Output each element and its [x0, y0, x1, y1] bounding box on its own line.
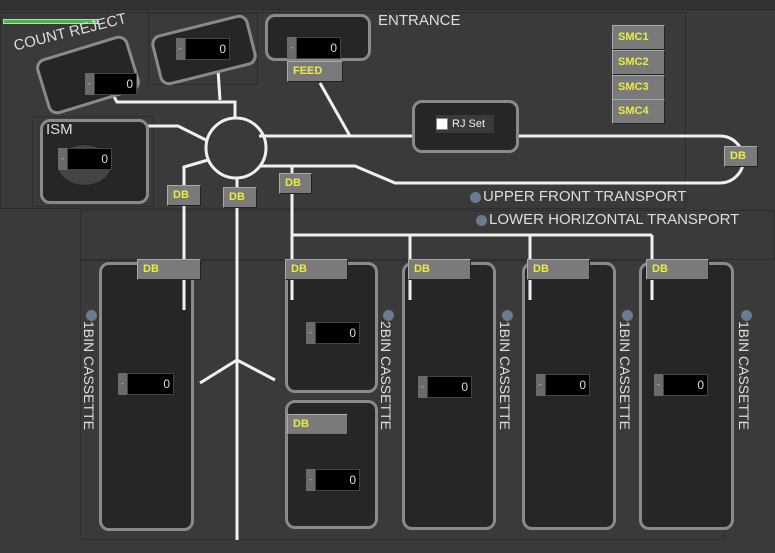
label-text: 2BIN CASSETTE — [378, 321, 394, 430]
cassette-1-counter[interactable]: -0 — [118, 373, 174, 395]
monitor-icon — [622, 310, 634, 321]
counter-value: 0 — [663, 374, 708, 396]
entrance-label: ENTRANCE — [378, 12, 461, 29]
counter-value: 0 — [94, 73, 137, 95]
label-text: 1BIN CASSETTE — [497, 321, 513, 430]
minus-button: - — [306, 469, 315, 491]
entrance-counter[interactable]: -0 — [287, 37, 341, 59]
cassette-4-counter[interactable]: -0 — [536, 374, 590, 396]
db-button-cassette-1[interactable]: DB — [137, 259, 201, 280]
ism-region — [32, 116, 154, 207]
smc1-button[interactable]: SMC1 — [612, 25, 665, 50]
ism-counter[interactable]: -0 — [58, 148, 112, 170]
cassette-1-label: 1BIN CASSETTE — [81, 310, 99, 430]
monitor-icon — [86, 310, 98, 321]
db-button-cassette-5[interactable]: DB — [646, 259, 709, 280]
cassette-2-label: 2BIN CASSETTE — [378, 310, 396, 430]
counter-value: 0 — [315, 322, 360, 344]
counter-value: 0 — [427, 376, 472, 398]
reject2-counter[interactable]: -0 — [176, 38, 230, 60]
upper-region — [0, 12, 686, 209]
reject2-region — [148, 13, 258, 85]
monitor-icon — [470, 191, 481, 203]
smc3-button[interactable]: SMC3 — [612, 75, 665, 100]
label-text: 1BIN CASSETTE — [617, 321, 633, 430]
minus-button: - — [58, 148, 67, 170]
rj-set-checkbox[interactable]: RJ Set — [436, 115, 494, 133]
db-button-3[interactable]: DB — [279, 173, 312, 194]
label-text: 1BIN CASSETTE — [81, 321, 97, 430]
counter-value: 0 — [315, 469, 360, 491]
label-text: 1BIN CASSETTE — [736, 321, 752, 430]
cassette-5-label: 1BIN CASSETTE — [736, 310, 754, 430]
minus-button: - — [287, 37, 296, 59]
title-bar — [0, 0, 775, 10]
minus-button: - — [306, 322, 315, 344]
smc4-button[interactable]: SMC4 — [612, 99, 665, 124]
monitor-icon — [741, 310, 753, 321]
cassette-3-label: 1BIN CASSETTE — [497, 310, 515, 430]
counter-value: 0 — [67, 148, 112, 170]
label-text: UPPER FRONT TRANSPORT — [483, 188, 687, 205]
monitor-icon — [383, 310, 395, 321]
monitor-icon — [476, 214, 487, 226]
db-button-2[interactable]: DB — [223, 187, 257, 208]
counter-value: 0 — [127, 373, 174, 395]
feed-button[interactable]: FEED — [287, 61, 343, 82]
db-button-loop[interactable]: DB — [724, 146, 758, 167]
db-button-cassette-2b[interactable]: DB — [287, 414, 348, 435]
counter-value: 0 — [296, 37, 341, 59]
db-button-cassette-2a[interactable]: DB — [285, 259, 348, 280]
monitor-icon — [502, 310, 514, 321]
cassette-2b-counter[interactable]: -0 — [306, 469, 360, 491]
db-button-1[interactable]: DB — [167, 185, 201, 206]
minus-button: - — [85, 73, 94, 95]
counter-value: 0 — [185, 38, 230, 60]
cassette-5-counter[interactable]: -0 — [654, 374, 708, 396]
cassette-4-label: 1BIN CASSETTE — [617, 310, 635, 430]
minus-button: - — [176, 38, 185, 60]
lower-horizontal-transport-label: LOWER HORIZONTAL TRANSPORT — [476, 211, 739, 228]
upper-front-transport-label: UPPER FRONT TRANSPORT — [470, 188, 686, 205]
checkbox-icon — [436, 118, 448, 130]
counter-value: 0 — [545, 374, 590, 396]
minus-button: - — [418, 376, 427, 398]
smc2-button[interactable]: SMC2 — [612, 50, 665, 75]
minus-button: - — [118, 373, 127, 395]
label-text: LOWER HORIZONTAL TRANSPORT — [489, 211, 740, 228]
minus-button: - — [654, 374, 663, 396]
minus-button: - — [536, 374, 545, 396]
count-reject-counter[interactable]: -0 — [85, 73, 137, 95]
progress-bar — [3, 19, 98, 24]
cassette-4 — [522, 262, 616, 530]
cassette-1 — [99, 262, 194, 531]
rj-set-label: RJ Set — [452, 118, 486, 130]
cassette-2a-counter[interactable]: -0 — [306, 322, 360, 344]
db-button-cassette-4[interactable]: DB — [527, 259, 590, 280]
cassette-3-counter[interactable]: -0 — [418, 376, 472, 398]
db-button-cassette-3[interactable]: DB — [408, 259, 471, 280]
ism-label: ISM — [46, 121, 73, 138]
